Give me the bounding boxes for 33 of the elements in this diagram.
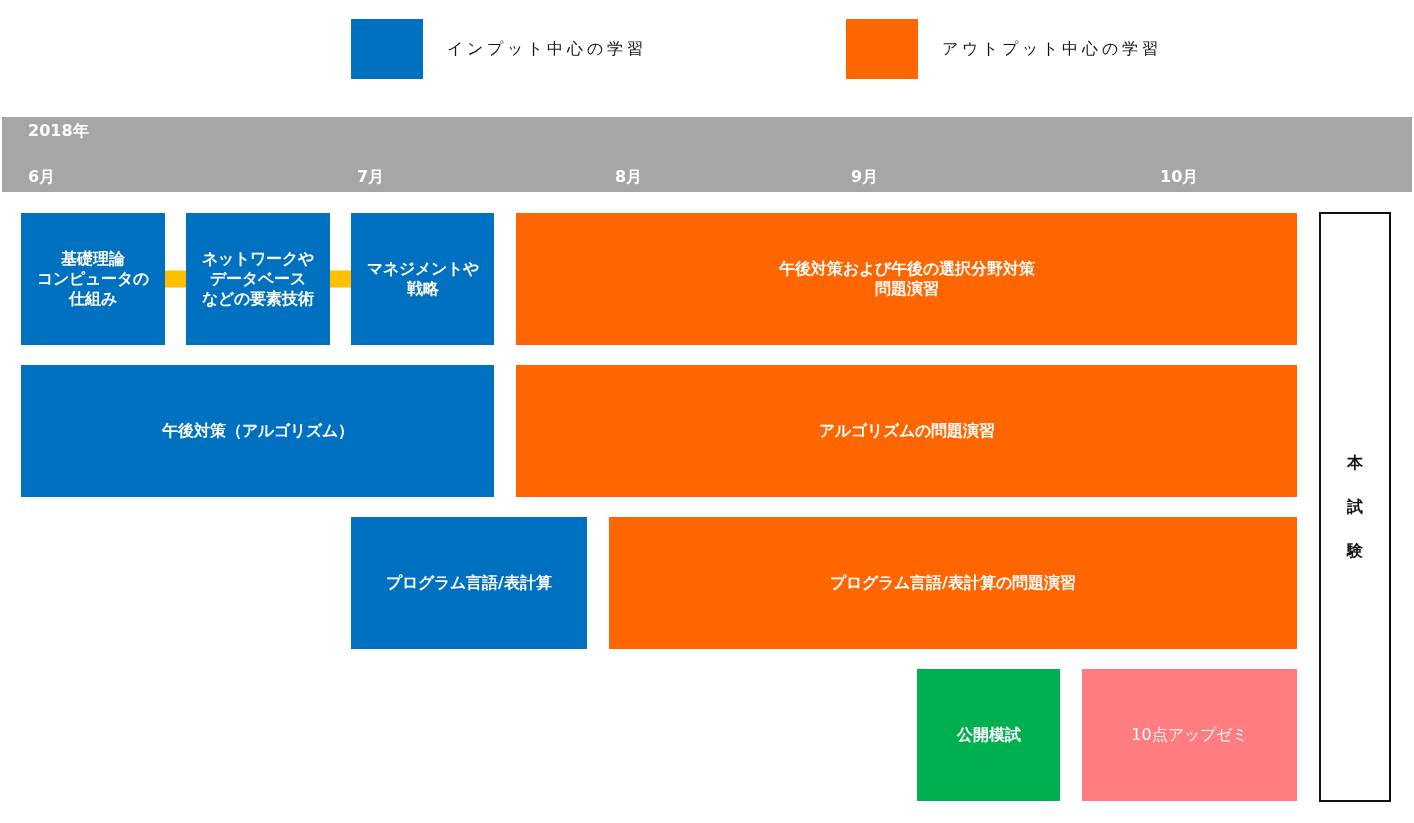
study-block xyxy=(186,213,330,345)
block-label: アルゴリズムの問題演習 xyxy=(818,421,995,441)
month-label: 6月 xyxy=(28,167,56,187)
timeline-band xyxy=(2,117,1412,192)
exam-box xyxy=(1319,212,1391,802)
legend-label: アウトプット中心の学習 xyxy=(942,39,1162,59)
month-label: 10月 xyxy=(1160,167,1199,187)
study-block xyxy=(516,213,1297,345)
month-label: 8月 xyxy=(615,167,643,187)
study-block xyxy=(21,213,165,345)
study-block xyxy=(351,213,494,345)
block-label: 午後対策および午後の選択分野対策問題演習 xyxy=(778,259,1035,299)
block-label: ネットワークやデータベースなどの要素技術 xyxy=(202,249,314,309)
year-label: 2018年 xyxy=(28,121,89,141)
block-label: プログラム言語/表計算の問題演習 xyxy=(830,573,1076,593)
legend-label: インプット中心の学習 xyxy=(447,39,647,59)
study-block xyxy=(351,517,587,649)
connector-bar xyxy=(330,270,351,288)
block-label: 公開模試 xyxy=(956,725,1021,745)
block-label: 基礎理論コンピュータの仕組み xyxy=(37,249,149,309)
month-label: 7月 xyxy=(357,167,385,187)
study-block xyxy=(516,365,1297,497)
connector-bar xyxy=(165,270,186,288)
block-label: 午後対策（アルゴリズム） xyxy=(161,421,354,441)
block-label: プログラム言語/表計算 xyxy=(386,573,552,593)
block-label: 10点アップゼミ xyxy=(1131,725,1248,745)
block-label: マネジメントや戦略 xyxy=(366,259,479,299)
study-block xyxy=(1082,669,1297,801)
study-block xyxy=(21,365,494,497)
month-label: 9月 xyxy=(851,167,879,187)
study-block xyxy=(609,517,1297,649)
exam-label: 本試験 xyxy=(1347,452,1363,562)
study-block xyxy=(917,669,1060,801)
